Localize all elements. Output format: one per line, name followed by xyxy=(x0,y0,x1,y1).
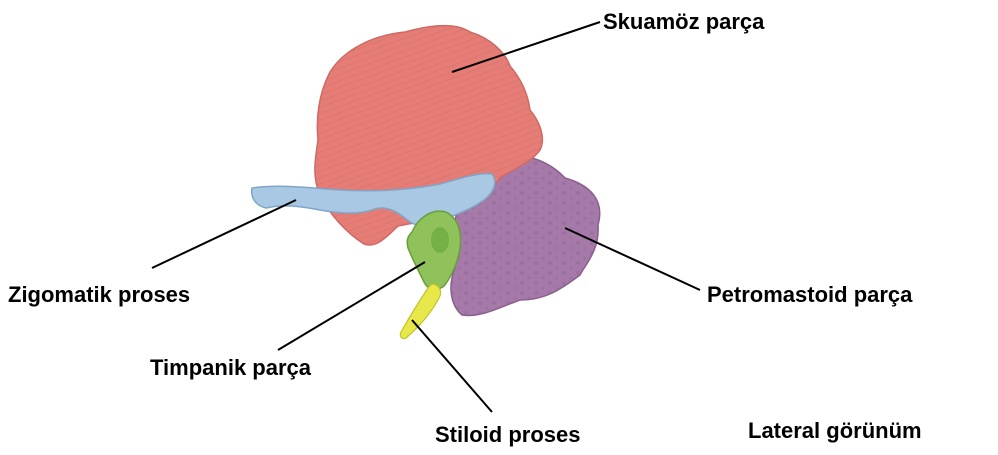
label-styloid: Stiloid proses xyxy=(435,422,580,448)
leader-styloid xyxy=(412,320,492,412)
label-squamous: Skuamöz parça xyxy=(603,9,764,35)
label-petromastoid: Petromastoid parça xyxy=(707,282,912,308)
label-tympanic: Timpanik parça xyxy=(150,355,311,381)
label-view: Lateral görünüm xyxy=(748,418,922,444)
leader-zygomatic xyxy=(152,200,296,268)
label-zygomatic: Zigomatik proses xyxy=(8,282,190,308)
